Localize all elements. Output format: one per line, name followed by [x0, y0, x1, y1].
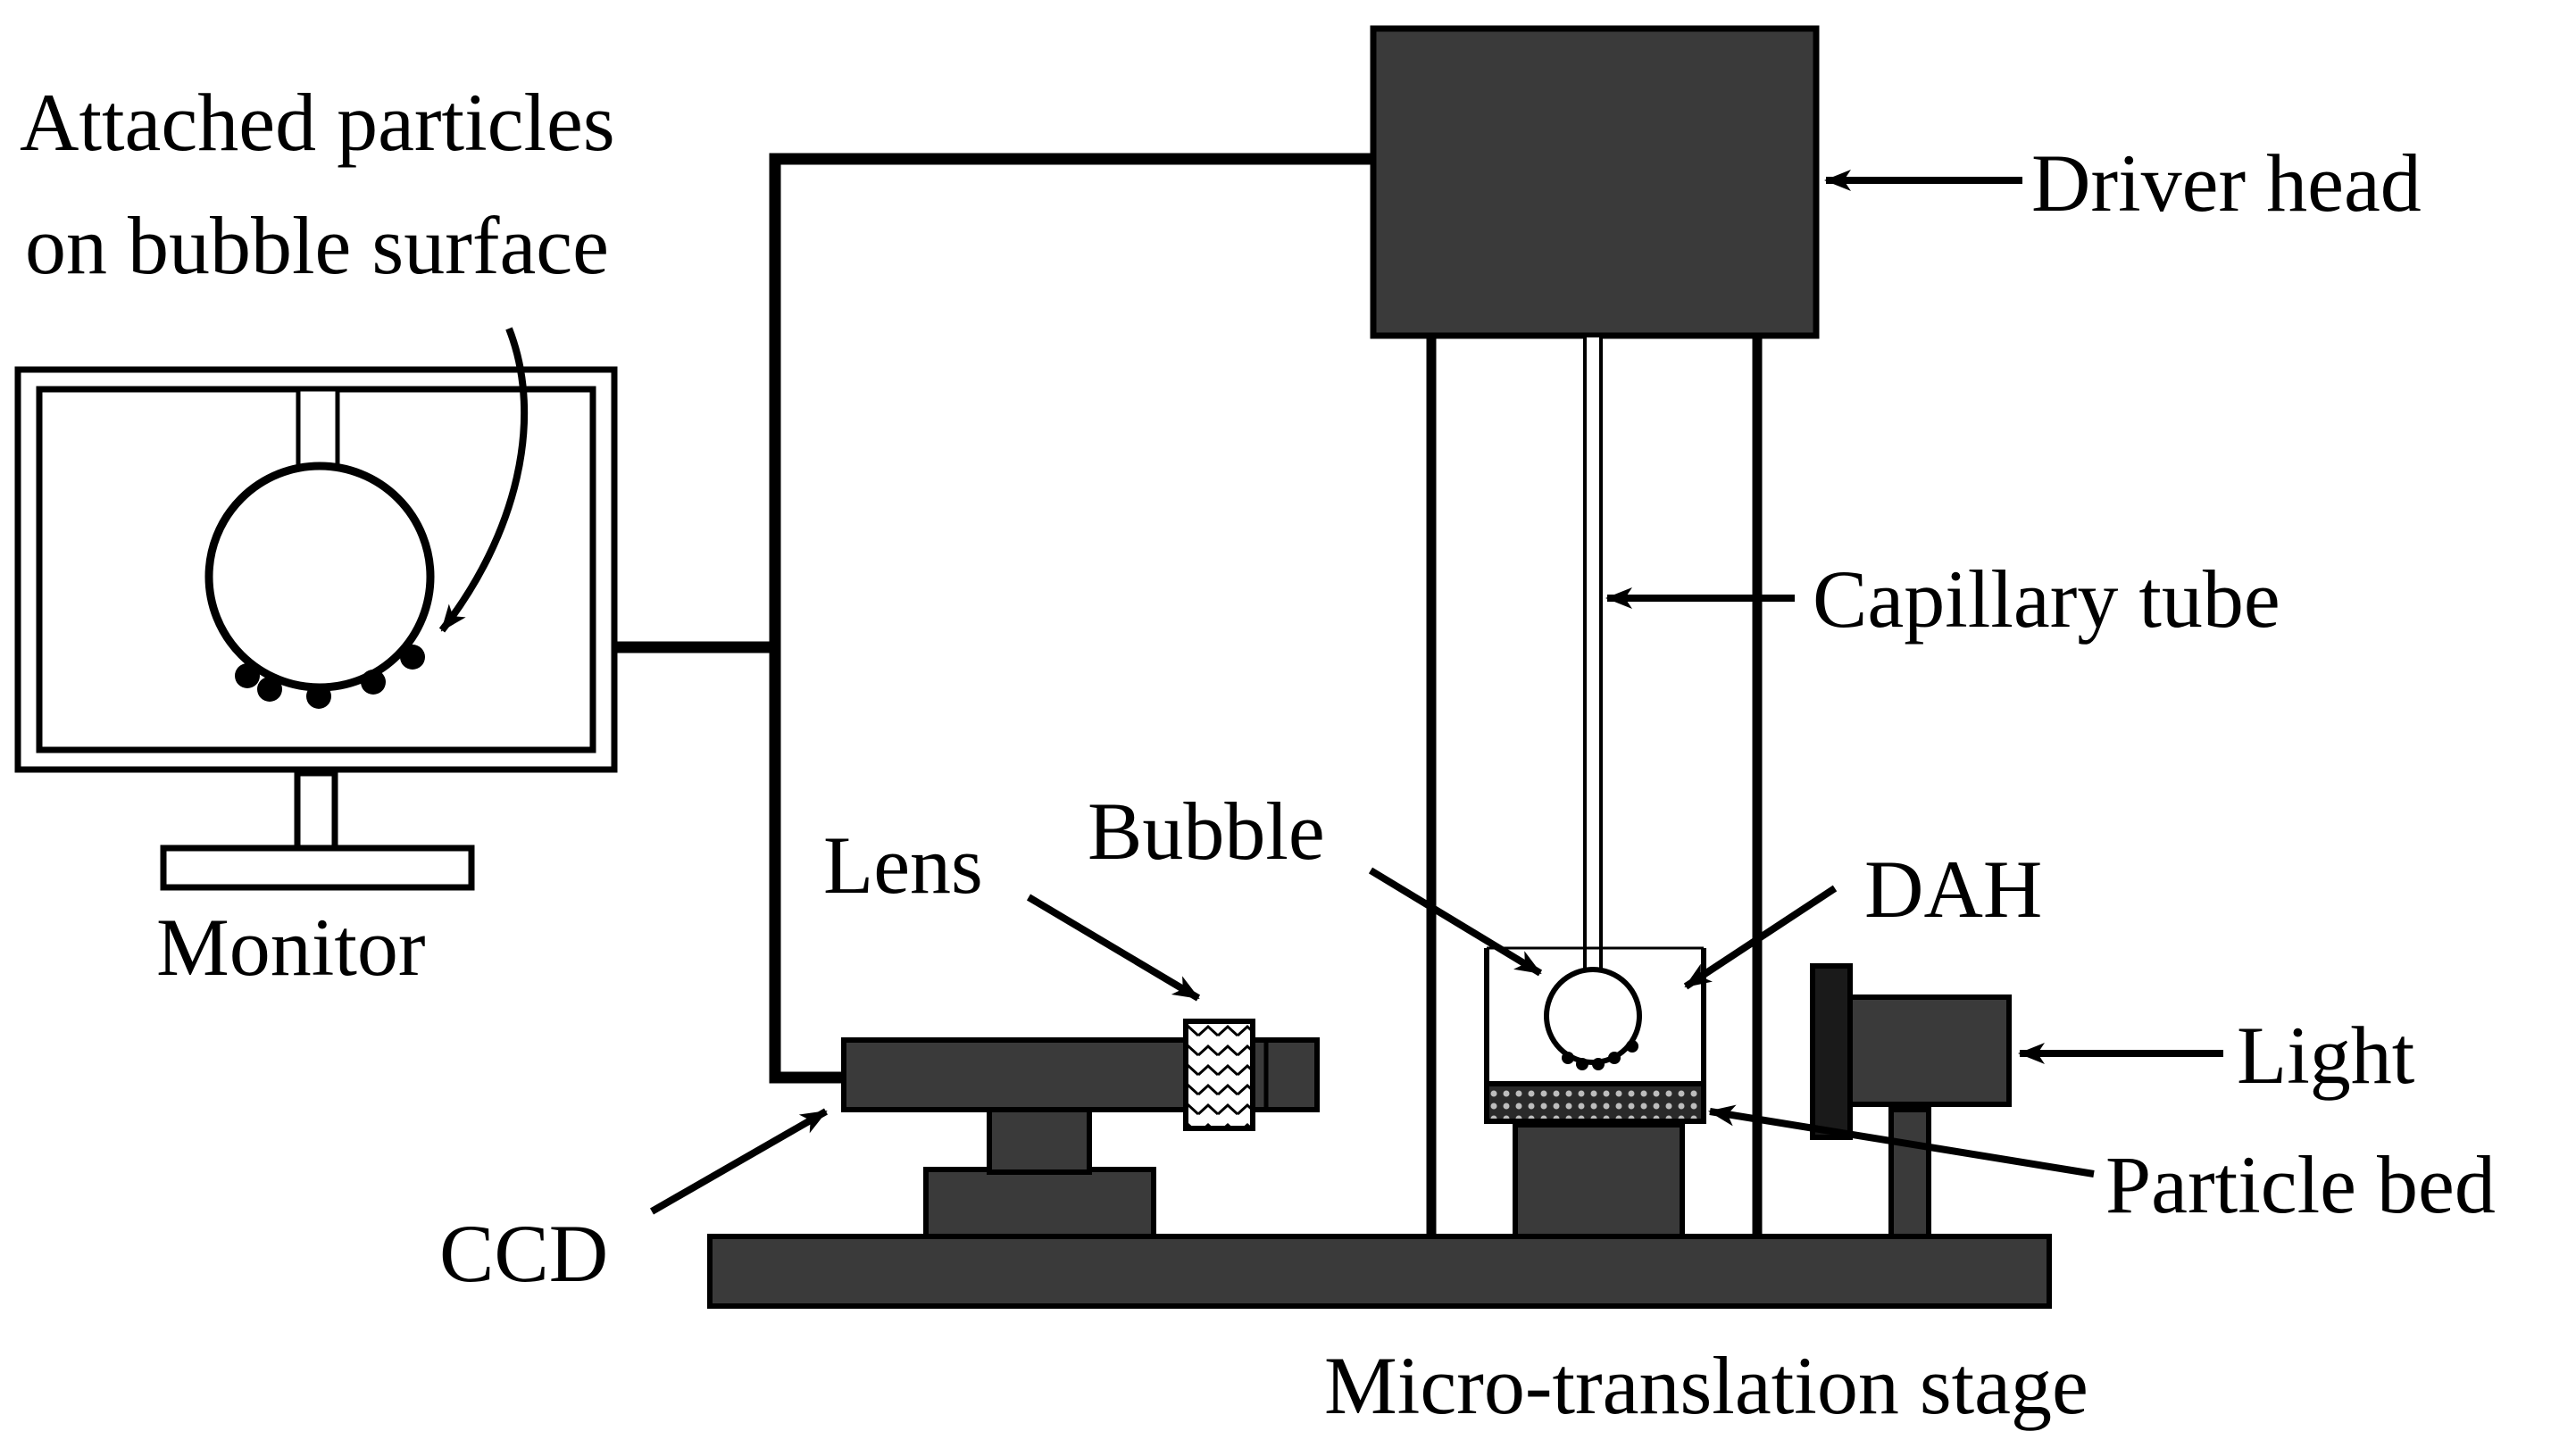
- bubble: [1544, 967, 1642, 1065]
- monitor: [14, 366, 618, 891]
- lens-label: Lens: [823, 820, 983, 911]
- signal-cable: [616, 153, 1373, 1084]
- screen-capillary: [296, 387, 340, 474]
- dah-arrow: [1683, 885, 1838, 990]
- lens: [1183, 1019, 1255, 1131]
- capillary-tube-label: Capillary tube: [1813, 553, 2280, 645]
- dah-label: DAH: [1864, 844, 2042, 935]
- attached-particles-label: Attached particles: [20, 77, 615, 168]
- ccd-base: [923, 1167, 1156, 1239]
- particle-bed-arrow: [1708, 1104, 2095, 1178]
- screen-particle: [361, 670, 386, 695]
- driver-head: [1370, 25, 1820, 339]
- screen-particle: [400, 645, 425, 670]
- lens-arrow: [1026, 894, 1201, 1002]
- monitor-stand: [160, 845, 475, 891]
- light-label: Light: [2237, 1010, 2415, 1101]
- capillary-tube: [1583, 334, 1603, 973]
- light-housing: [1846, 994, 2012, 1107]
- bubble-particle: [1562, 1052, 1574, 1064]
- light-face: [1810, 963, 1853, 1140]
- on-bubble-surface-label: on bubble surface: [25, 200, 609, 291]
- ccd-post: [987, 1107, 1092, 1175]
- attached-particles-arrow: [438, 327, 529, 633]
- screen-bubble: [204, 462, 435, 692]
- monitor-label: Monitor: [156, 902, 426, 993]
- monitor-neck: [294, 770, 338, 853]
- driver-head-label: Driver head: [2031, 137, 2422, 229]
- label-arrows: [650, 170, 2223, 1215]
- bubble-particle: [1576, 1058, 1588, 1070]
- screen-particle: [257, 677, 282, 702]
- ccd-label: CCD: [439, 1208, 608, 1299]
- stage-base: [707, 1234, 2052, 1309]
- particle-bed-label: Particle bed: [2105, 1139, 2496, 1230]
- bubble-particle: [1608, 1052, 1621, 1064]
- light-source: [1810, 963, 2012, 1239]
- dah-cell: [1484, 948, 1706, 1086]
- bubble-particle: [1592, 1058, 1605, 1070]
- cell-pedestal: [1513, 1122, 1685, 1239]
- ccd-camera: [841, 1019, 1320, 1239]
- screen-particle: [306, 684, 331, 709]
- ccd-lens-tube: [1247, 1037, 1320, 1112]
- ccd-arrow: [650, 1108, 828, 1215]
- bubble-arrow: [1368, 867, 1543, 977]
- stage-label: Micro-translation stage: [1324, 1340, 2088, 1431]
- screen-particle: [235, 663, 260, 688]
- particle-bed: [1484, 1081, 1706, 1124]
- bubble-particle: [1626, 1040, 1638, 1053]
- light-post: [1888, 1107, 1931, 1239]
- bubble-label: Bubble: [1088, 786, 1325, 877]
